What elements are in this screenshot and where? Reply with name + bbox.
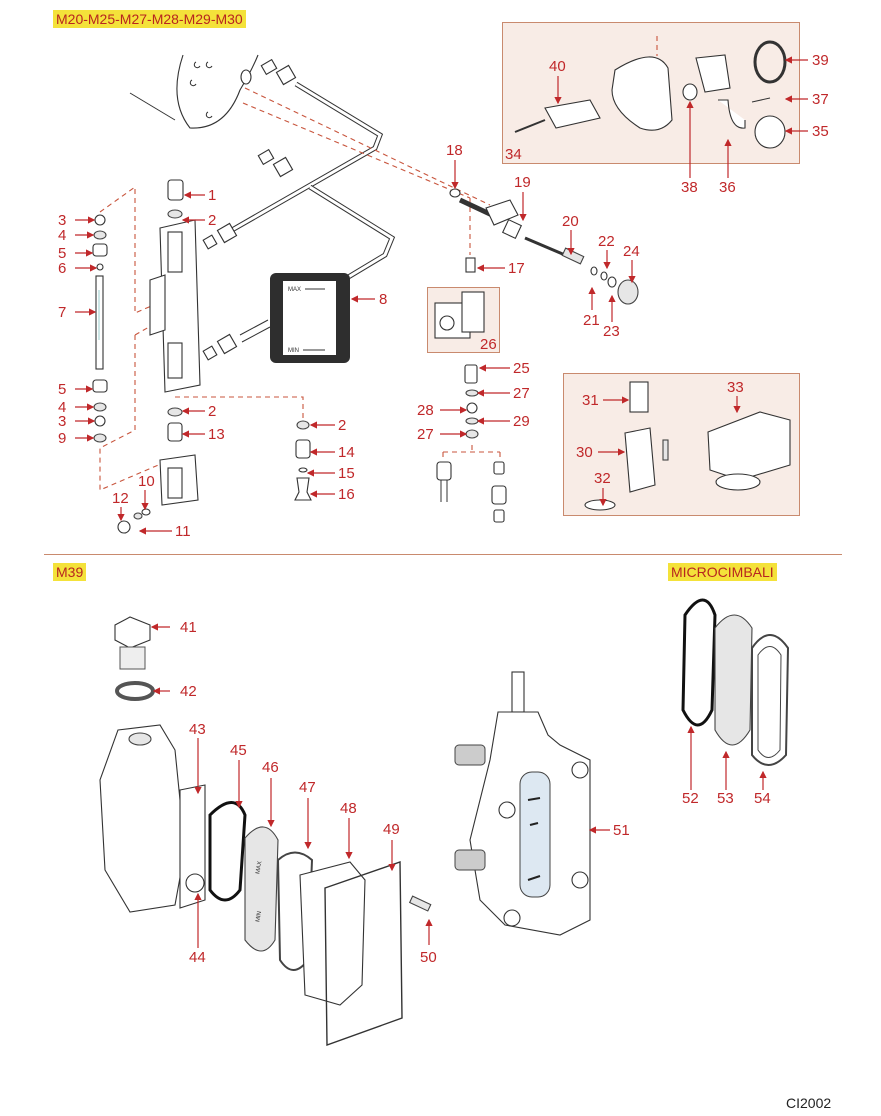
callout-15: 15 [338,465,355,482]
callout-2: 2 [208,212,216,229]
callout-11: 11 [175,523,191,540]
callout-layer: 1234567543982132141516101112171819202122… [58,52,829,966]
callout-40: 40 [549,58,566,75]
callout-19: 19 [514,174,531,191]
callout-42: 42 [180,683,197,700]
level-indicator-plate: MAX MIN [270,273,350,363]
callout-6: 6 [58,260,66,277]
level-manifold [117,179,312,534]
callout-18: 18 [446,142,463,159]
callout-1: 1 [208,187,216,204]
callout-46: 46 [262,759,279,776]
plate-max-label: MAX [288,287,301,293]
gauge-tube-assembly [92,214,108,443]
callout-3: 3 [58,413,66,430]
drain-valve-assembly [449,188,639,305]
callout-35: 35 [812,123,829,140]
callout-3: 3 [58,212,66,229]
solenoid-valve [434,291,485,339]
callout-9: 9 [58,430,66,447]
callout-51: 51 [613,822,630,839]
callout-13: 13 [208,426,225,443]
callout-26: 26 [480,336,497,353]
callout-10: 10 [138,473,155,490]
callout-32: 32 [594,470,611,487]
microcimbali-parts [681,598,790,766]
callout-24: 24 [623,243,640,260]
glass-max-label: MAX [255,861,263,875]
pressure-switch-parts [584,381,791,511]
callout-5: 5 [58,245,66,262]
callout-52: 52 [682,790,699,807]
callout-4: 4 [58,227,66,244]
callout-4: 4 [58,399,66,416]
callout-48: 48 [340,800,357,817]
callout-45: 45 [230,742,247,759]
glass-min-label: MIN [255,911,263,923]
callout-8: 8 [379,291,387,308]
callout-23: 23 [603,323,620,340]
section-title-microcimbali: MICROCIMBALI [668,563,777,581]
section-title-top: M20-M25-M27-M28-M29-M30 [53,10,246,28]
callout-31: 31 [582,392,599,409]
callout-49: 49 [383,821,400,838]
callout-7: 7 [58,304,66,321]
section-title-m39: M39 [53,563,87,581]
callout-25: 25 [513,360,530,377]
callout-43: 43 [189,721,206,738]
callout-41: 41 [180,619,197,636]
callout-16: 16 [338,486,355,503]
boiler-end-illustration [129,54,259,129]
water-pipes [202,58,396,361]
callout-30: 30 [576,444,593,461]
m39-assembled-gauge [454,671,591,936]
callout-33: 33 [727,379,744,396]
callout-29: 29 [513,413,530,430]
callout-36: 36 [719,179,736,196]
callout-2: 2 [338,417,346,434]
callout-12: 12 [112,490,129,507]
callout-22: 22 [598,233,615,250]
pressostat-parts [514,36,787,149]
callout-39: 39 [812,52,829,69]
document-code: CI2002 [786,1095,832,1111]
callout-2: 2 [208,403,216,420]
plate-min-label: MIN [288,348,299,354]
callout-20: 20 [562,213,579,230]
callout-27: 27 [513,385,530,402]
section-divider [44,554,842,555]
callout-5: 5 [58,381,66,398]
fittings-25-29 [436,364,507,523]
callout-54: 54 [754,790,771,807]
m39-level-assembly: MAX MIN [99,616,432,1046]
callout-47: 47 [299,779,316,796]
callout-27: 27 [417,426,434,443]
callout-38: 38 [681,179,698,196]
callout-17: 17 [508,260,525,277]
callout-21: 21 [583,312,600,329]
callout-50: 50 [420,949,437,966]
callout-44: 44 [189,949,206,966]
callout-14: 14 [338,444,355,461]
callout-37: 37 [812,91,829,108]
callout-53: 53 [717,790,734,807]
callout-34: 34 [505,146,522,163]
callout-28: 28 [417,402,434,419]
